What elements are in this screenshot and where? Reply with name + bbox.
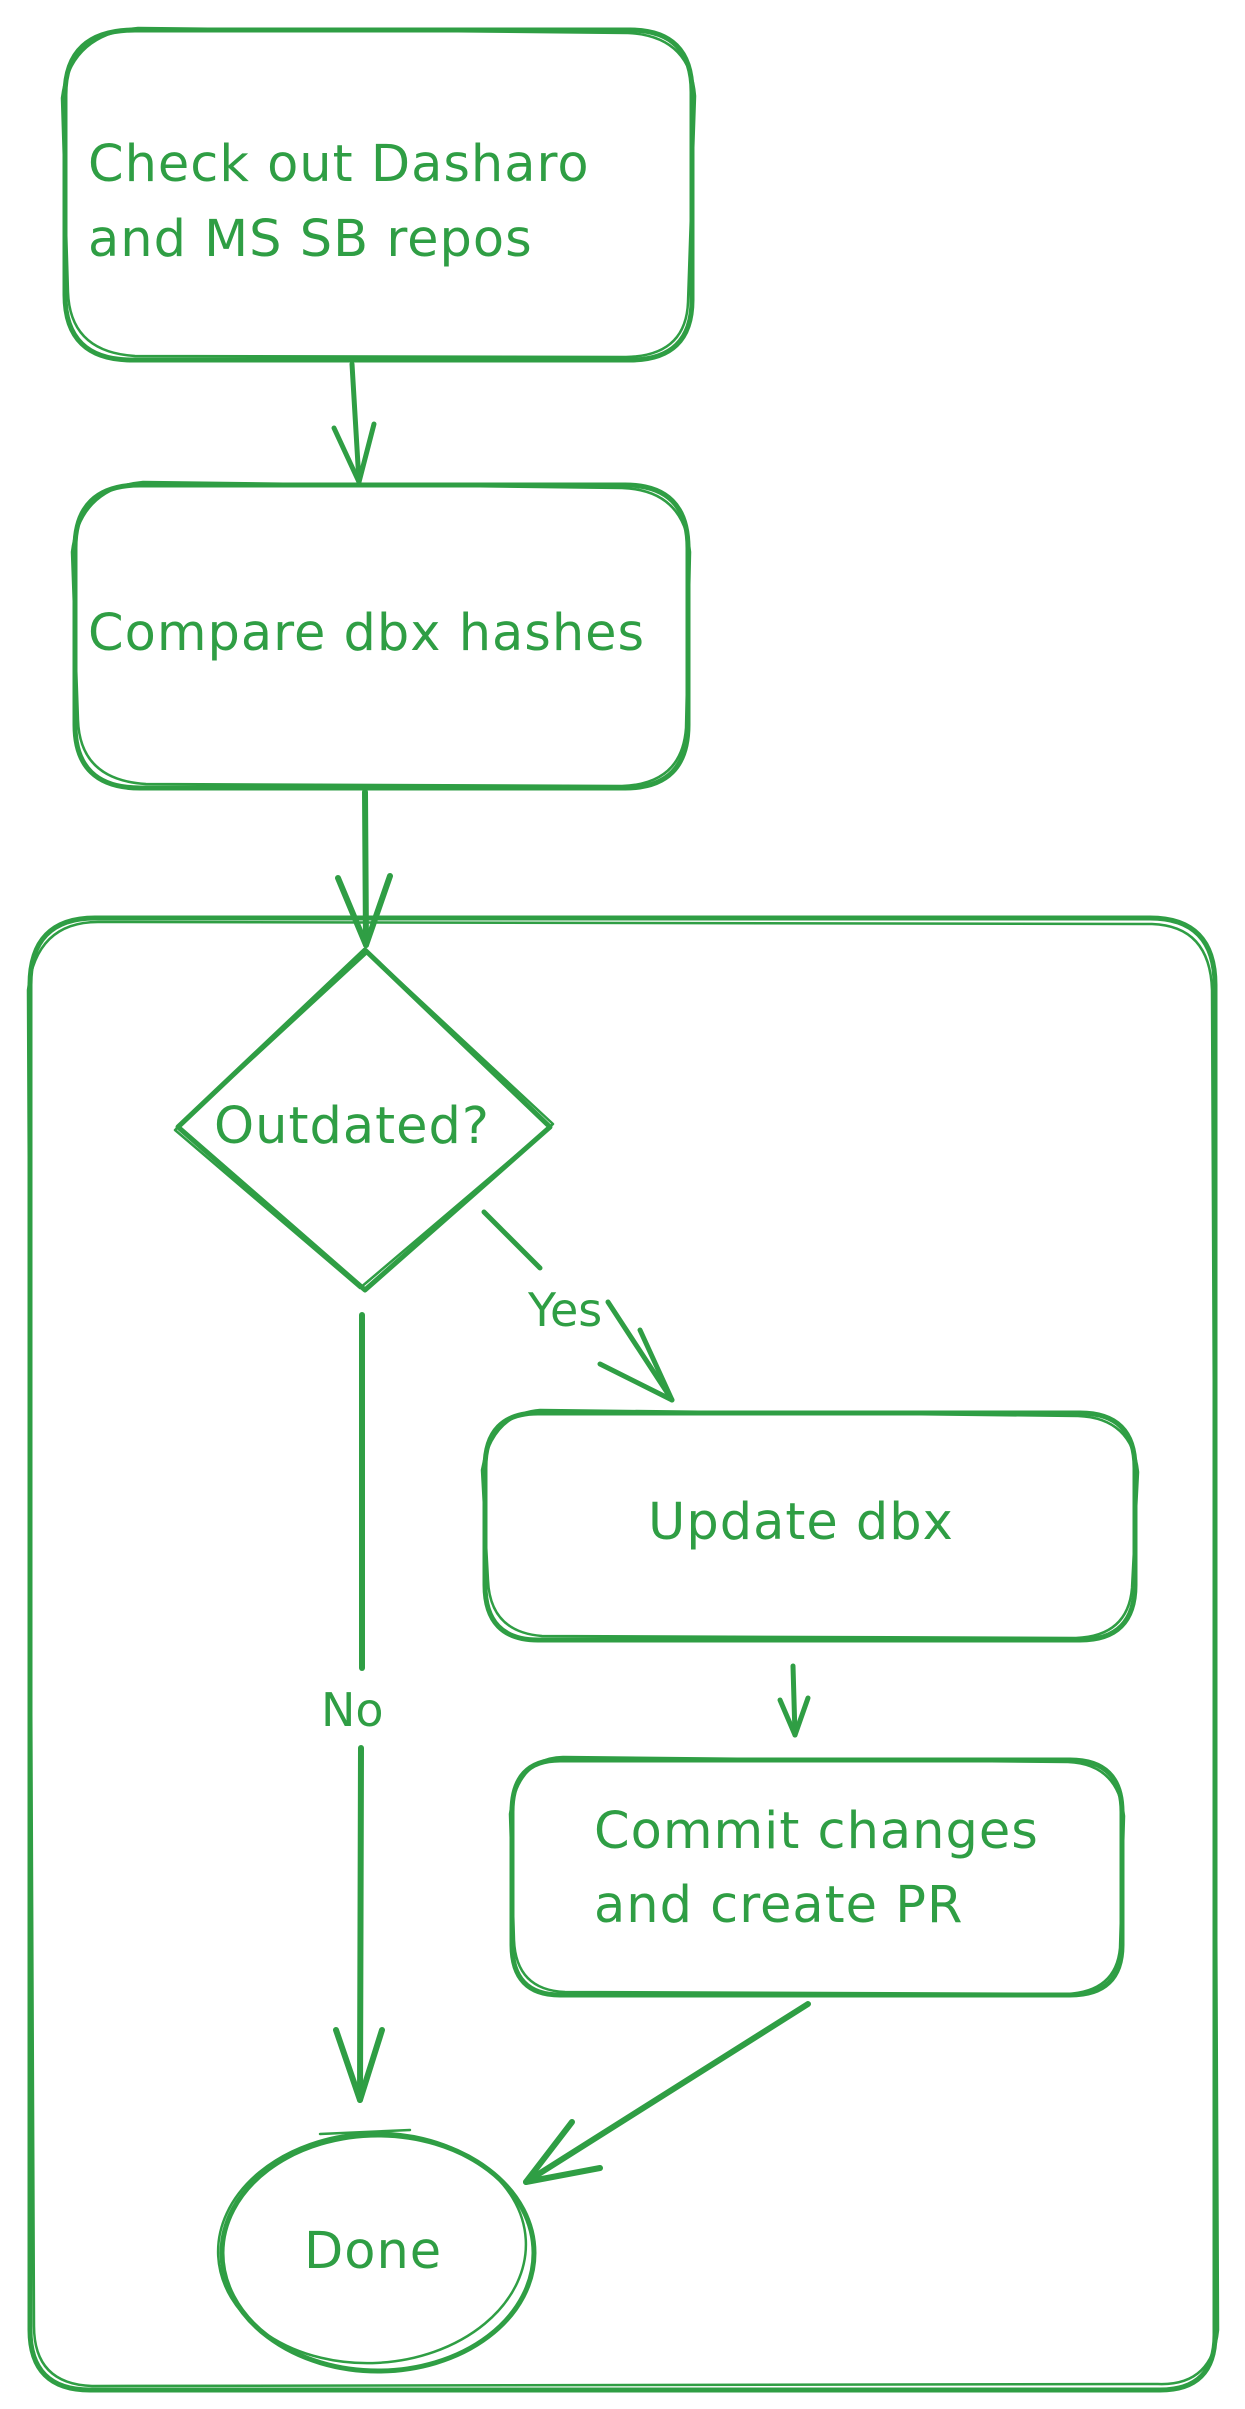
no-edge-label: No	[321, 1683, 384, 1737]
checkout-repos-node: Check out Dasharo and MS SB repos	[60, 26, 697, 363]
checkout-label-line2: and MS SB repos	[88, 210, 533, 269]
decision-label: Outdated?	[214, 1097, 490, 1156]
arrow-commit-to-done	[523, 2001, 811, 2185]
loop-container	[26, 915, 1220, 2393]
update-label: Update dbx	[648, 1493, 954, 1552]
yes-edge-label: Yes	[527, 1283, 602, 1337]
compare-hashes-node: Compare dbx hashes	[70, 480, 692, 791]
arrow-checkout-to-compare	[331, 361, 377, 485]
arrow-no-to-done: No	[321, 1312, 385, 2103]
done-node: Done	[216, 2128, 537, 2374]
commit-label-line1: Commit changes	[594, 1802, 1039, 1861]
done-label: Done	[304, 2222, 442, 2281]
checkout-label-line1: Check out Dasharo	[88, 135, 590, 194]
arrow-compare-to-decision	[335, 789, 393, 948]
outdated-decision-node: Outdated?	[173, 947, 555, 1293]
commit-create-pr-node: Commit changes and create PR	[508, 1755, 1126, 1998]
commit-label-line2: and create PR	[594, 1876, 963, 1935]
arrow-update-to-commit	[777, 1663, 811, 1738]
arrow-yes-to-update: Yes	[481, 1209, 675, 1403]
update-dbx-node: Update dbx	[480, 1408, 1140, 1643]
compare-label: Compare dbx hashes	[88, 604, 645, 663]
